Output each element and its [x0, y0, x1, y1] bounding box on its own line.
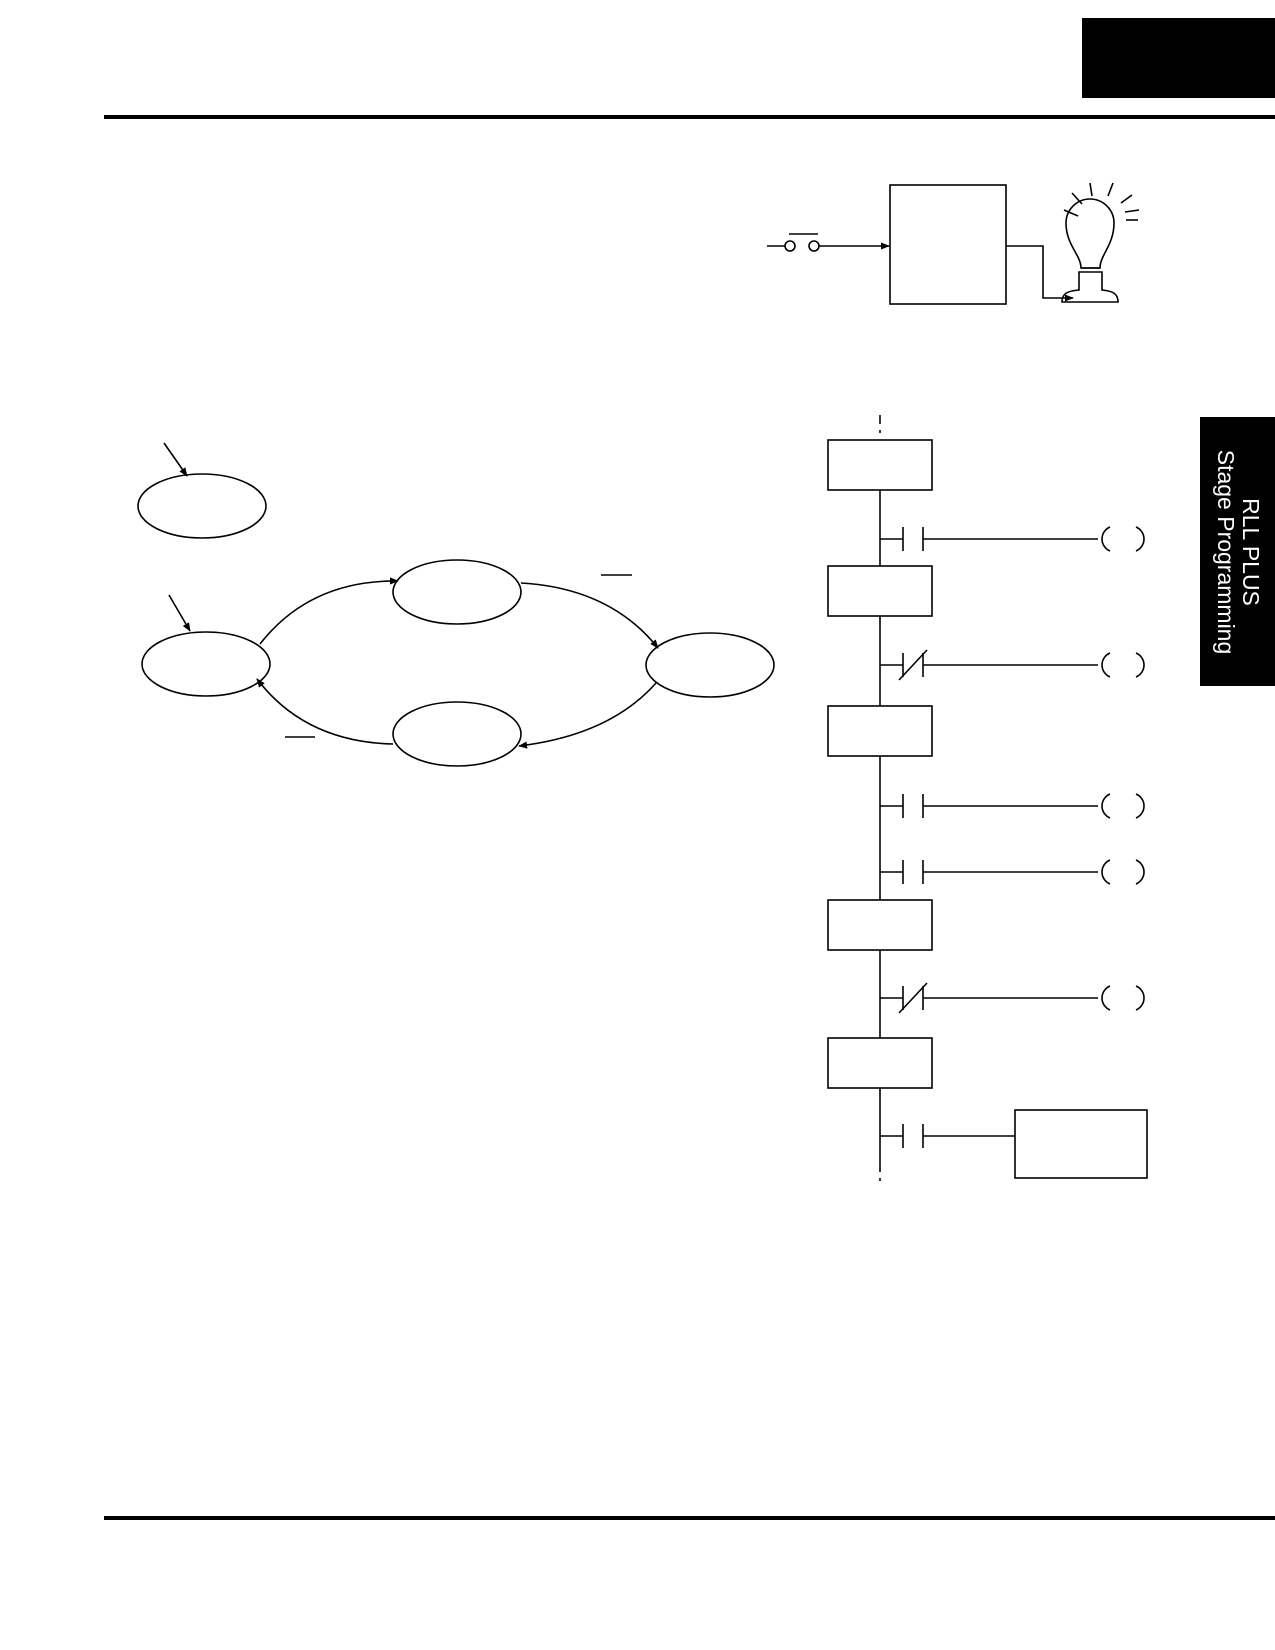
- ladder-rung: [880, 649, 1145, 681]
- state-transition-diagram: [137, 442, 775, 767]
- stage-box: [827, 439, 933, 491]
- initial-pointer-arrow: [163, 442, 188, 477]
- state-node: [392, 701, 522, 767]
- io-block-diagram: [767, 182, 1140, 305]
- ladder-rung: [880, 982, 1145, 1014]
- state-node: [645, 632, 775, 698]
- transition-arrow: [518, 682, 657, 749]
- transition-arrow: [259, 577, 399, 645]
- instruction-box: [1014, 1109, 1148, 1179]
- state-node: [141, 631, 271, 697]
- stage-box: [827, 1037, 933, 1089]
- push-button-icon: [767, 233, 820, 252]
- header-rule: [104, 115, 1275, 119]
- chapter-number-block: [1082, 18, 1275, 98]
- output-coil: [1101, 859, 1111, 885]
- transition-arrow: [256, 678, 394, 745]
- state-node: [392, 559, 522, 625]
- ladder-rung: [880, 859, 1145, 885]
- initial-pointer-arrow: [168, 594, 191, 632]
- stage-box: [827, 899, 933, 951]
- controller-box: [889, 184, 1007, 305]
- transition-arrow: [520, 582, 659, 649]
- output-coil: [1101, 526, 1111, 552]
- output-coil: [1101, 985, 1111, 1011]
- footer-rule: [104, 1516, 1275, 1520]
- chapter-side-tab[interactable]: RLL PLUS Stage Programming: [1200, 417, 1275, 686]
- ladder-rung: [880, 793, 1145, 819]
- ladder-rung: [880, 1109, 1148, 1179]
- stage-box: [827, 705, 933, 757]
- state-node: [137, 473, 267, 539]
- output-coil: [1101, 793, 1111, 819]
- stage-box: [827, 565, 933, 617]
- output-coil: [1101, 652, 1111, 678]
- ladder-rung: [880, 526, 1145, 552]
- light-bulb-icon: [1061, 182, 1140, 303]
- output-arrow: [1006, 245, 1074, 302]
- stage-ladder-diagram: [827, 415, 1148, 1181]
